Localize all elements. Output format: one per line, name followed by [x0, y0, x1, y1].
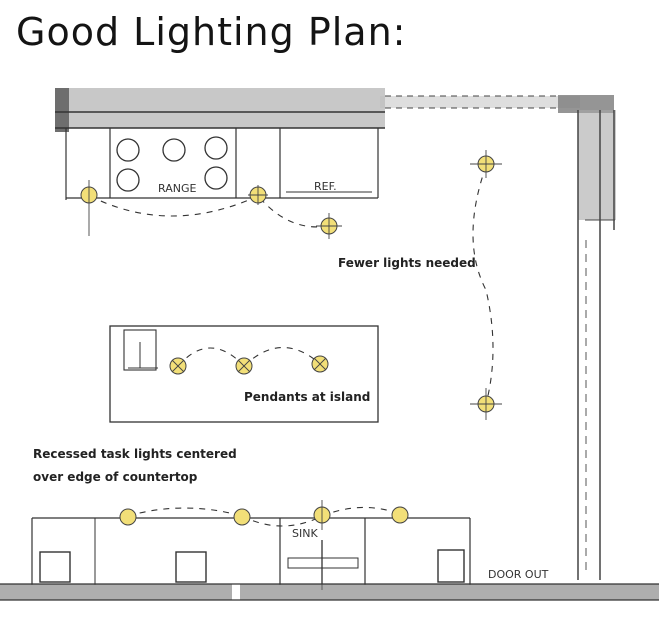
range-label: RANGE — [158, 182, 196, 195]
pendant-light-3 — [311, 355, 329, 373]
task-light-1 — [119, 508, 137, 526]
wiring-lines — [89, 165, 494, 527]
pendant-light-1 — [169, 357, 187, 375]
ref-label: REF. — [314, 180, 337, 193]
right-wall — [577, 110, 616, 580]
range-burners — [116, 136, 228, 192]
sink-label: SINK — [292, 527, 318, 540]
diagram-title: Good Lighting Plan: — [16, 10, 407, 54]
recessed-light-top-right — [316, 213, 342, 239]
recessed-light-top-left — [80, 180, 98, 236]
pendants-label: Pendants at island — [244, 390, 371, 404]
recessed-label-line1: Recessed task lights centered — [33, 447, 237, 461]
top-counter — [65, 128, 379, 200]
island — [109, 325, 379, 423]
recessed-light-top-middle — [248, 185, 268, 205]
task-light-4 — [391, 506, 409, 524]
recessed-light-right-bottom — [470, 388, 502, 420]
task-light-3 — [313, 500, 331, 530]
task-light-2 — [233, 508, 251, 526]
recessed-label-line2: over edge of countertop — [33, 470, 198, 484]
top-wall — [55, 88, 614, 132]
fewer-lights-label: Fewer lights needed — [338, 256, 476, 270]
recessed-light-right-top — [470, 150, 502, 178]
pendant-light-2 — [235, 357, 253, 375]
door-label: DOOR OUT — [488, 568, 549, 581]
bottom-counter — [0, 517, 659, 601]
